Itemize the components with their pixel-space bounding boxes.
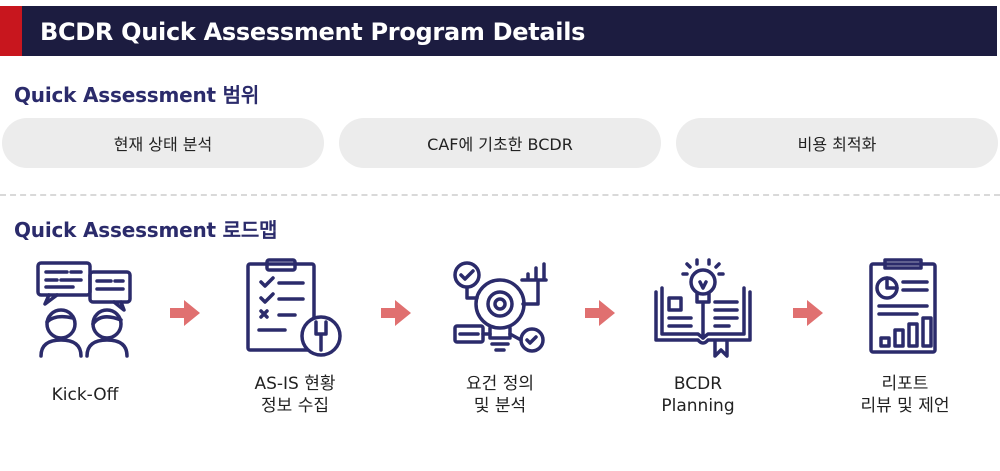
scope-item-current-state: 현재 상태 분석 <box>2 118 324 168</box>
scope-item-cost-optimization: 비용 최적화 <box>676 118 998 168</box>
header-banner: BCDR Quick Assessment Program Details <box>0 6 997 56</box>
arrow-right-icon <box>585 300 615 326</box>
page-title: BCDR Quick Assessment Program Details <box>40 18 586 46</box>
step-label-kickoff: Kick-Off <box>0 384 170 406</box>
step-label-line1: 리포트 <box>881 374 929 394</box>
arrow-right-icon <box>170 300 200 326</box>
step-label-line2: 및 분석 <box>473 396 527 416</box>
arrow-right-icon <box>793 300 823 326</box>
step-label-line1: Kick-Off <box>51 385 119 405</box>
step-label-line2: 정보 수집 <box>261 396 329 416</box>
roadmap-section-title: Quick Assessment 로드맵 <box>14 218 278 242</box>
step-label-line2: Planning <box>661 396 735 416</box>
bulb-gear-analysis-icon <box>453 261 548 353</box>
step-label-report: 리포트 리뷰 및 제언 <box>820 373 990 417</box>
scope-item-caf-bcdr: CAF에 기초한 BCDR <box>339 118 661 168</box>
discussion-people-icon <box>36 261 132 358</box>
arrow-right-icon <box>381 300 411 326</box>
scope-section-title: Quick Assessment 범위 <box>14 83 260 107</box>
checklist-wrench-icon <box>246 258 342 357</box>
step-label-line2: 리뷰 및 제언 <box>860 396 950 416</box>
step-label-line1: BCDR <box>673 374 723 394</box>
section-divider <box>0 194 1000 196</box>
step-label-requirements: 요건 정의 및 분석 <box>415 373 585 417</box>
header-accent-bar <box>0 6 22 56</box>
step-label-bcdr-planning: BCDR Planning <box>613 373 783 417</box>
step-label-asis: AS-IS 현황 정보 수집 <box>210 373 380 417</box>
book-bulb-icon <box>654 258 752 358</box>
step-label-line1: 요건 정의 <box>466 374 534 394</box>
report-chart-icon <box>869 258 937 354</box>
step-label-line1: AS-IS 현황 <box>254 374 336 394</box>
